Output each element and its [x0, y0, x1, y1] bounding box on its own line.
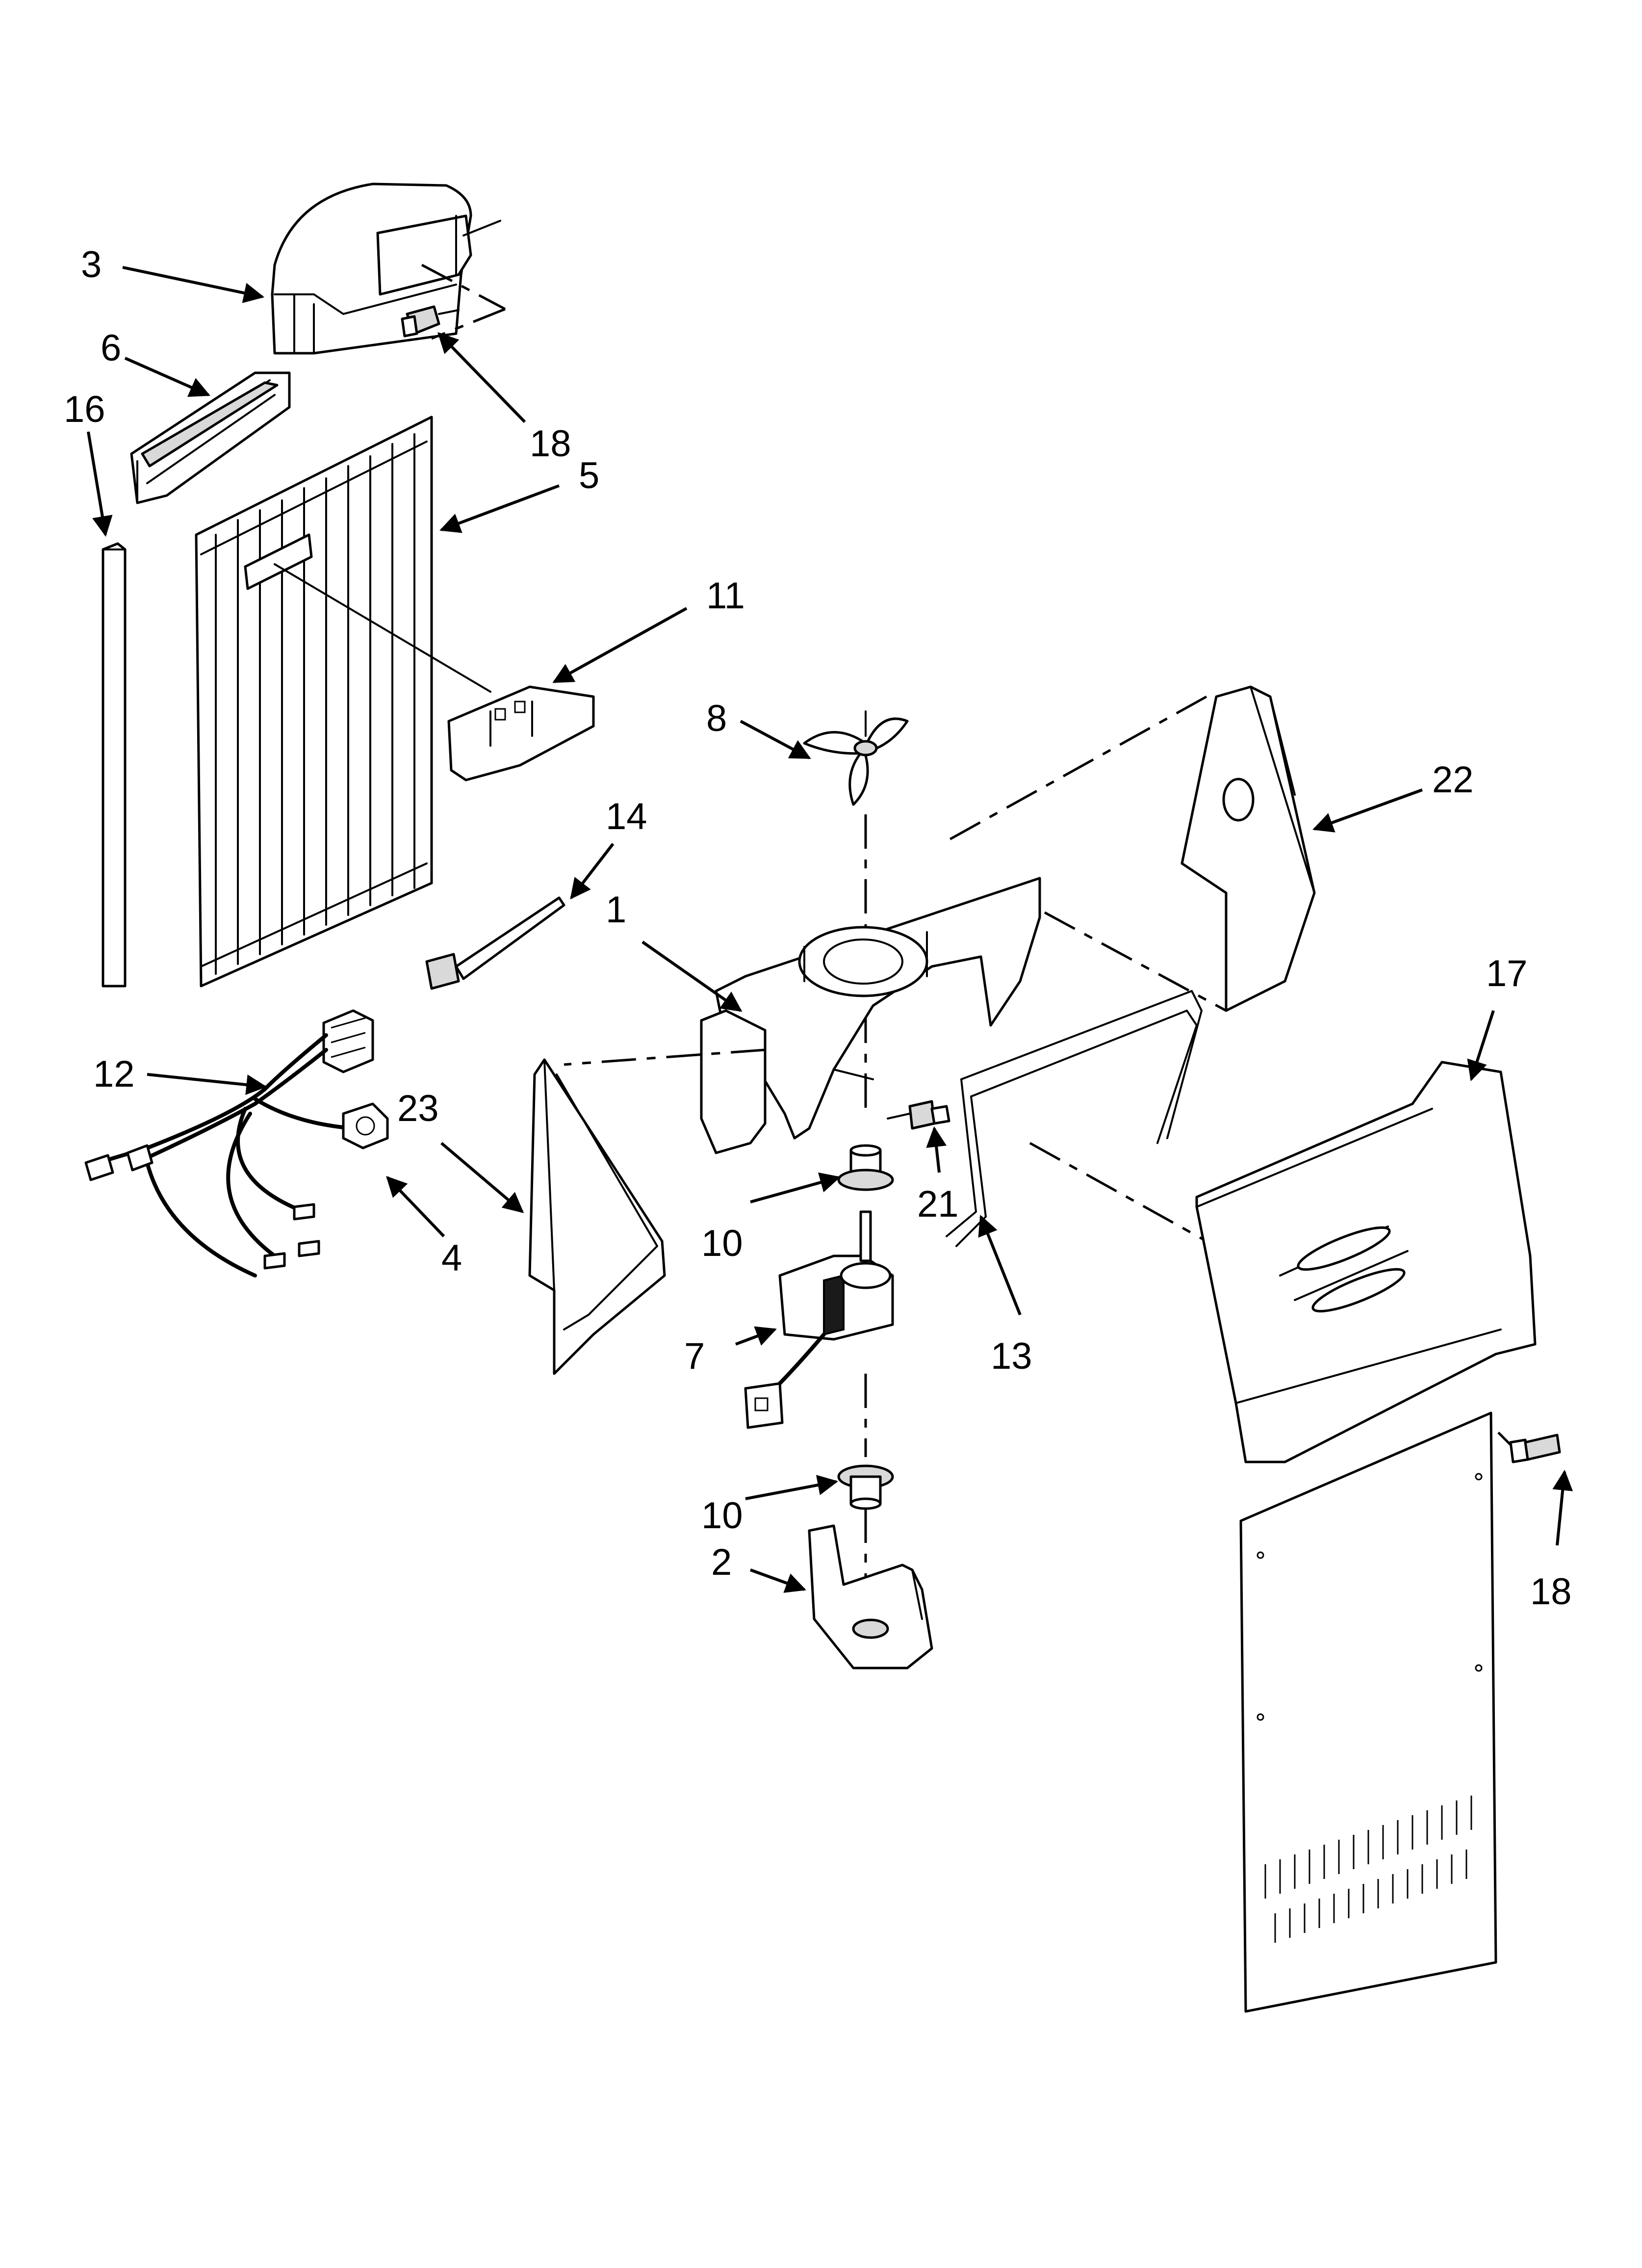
callout-18: 18 [1530, 1571, 1572, 1613]
part-21-screw [887, 1100, 950, 1130]
callout-16: 16 [64, 389, 105, 430]
callout-5: 5 [579, 455, 599, 496]
callout-labels: 3 6 16 18 5 11 8 22 14 1 17 12 23 21 4 1… [64, 244, 1572, 1613]
leader-lines [87, 266, 1573, 1593]
callout-7: 7 [684, 1335, 705, 1377]
part-11-bracket [447, 685, 595, 782]
part-14-cable-tie [425, 896, 565, 990]
part-23-baffle [528, 1058, 666, 1375]
vent-slots [1264, 1796, 1472, 1943]
part-13-wire-bracket [946, 990, 1207, 1247]
callout-10: 10 [701, 1495, 743, 1537]
part-17-rear-panel [1195, 1061, 1537, 2013]
callout-22: 22 [1432, 759, 1474, 801]
callout-17: 17 [1486, 953, 1528, 994]
callout-14: 14 [606, 796, 647, 837]
part-16-strip [102, 542, 127, 988]
part-18-screw-top [401, 305, 460, 338]
callout-11: 11 [706, 575, 745, 617]
part-12-wire-harness [84, 1009, 389, 1277]
part-7-fan-motor [744, 1210, 894, 1457]
callout-4: 4 [441, 1237, 462, 1279]
part-10-mount-lower [837, 1464, 894, 1594]
callout-8: 8 [706, 698, 727, 739]
part-18-screw-right [1497, 1432, 1561, 1463]
callout-18: 18 [530, 423, 571, 465]
part-1-fan-shroud [564, 877, 1041, 1154]
callout-21: 21 [917, 1183, 959, 1225]
callout-13: 13 [991, 1335, 1032, 1377]
callout-1: 1 [606, 889, 626, 931]
part-22-baffle [941, 685, 1316, 1012]
part-2-motor-bracket [808, 1524, 933, 1669]
part-10-mount-upper [837, 1144, 894, 1191]
callout-10: 10 [701, 1223, 743, 1264]
callout-6: 6 [101, 327, 121, 369]
callout-2: 2 [711, 1541, 732, 1583]
callout-23: 23 [397, 1088, 439, 1129]
callout-12: 12 [93, 1053, 135, 1095]
part-6-clip [130, 371, 291, 504]
part-3-duct-cover [271, 182, 506, 355]
callout-3: 3 [81, 244, 102, 286]
part-5-evaporator [195, 416, 491, 988]
